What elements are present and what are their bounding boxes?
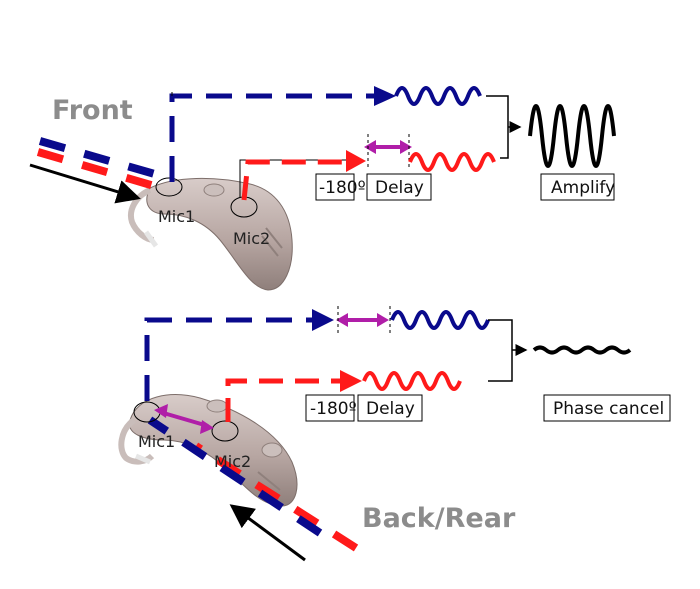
back-section: Back/Rear Mic1 Mic2 -180º (118, 306, 671, 562)
amplify-box (540, 173, 615, 201)
amplified-wave-icon (528, 104, 616, 168)
minus180-box-back (305, 394, 355, 422)
phase-cancel-box (543, 394, 671, 422)
red-signal-path-front (241, 159, 350, 201)
red-arrowhead-front (346, 150, 366, 172)
sound-direction-arrow-front (29, 163, 141, 204)
minus180-box-front (315, 173, 355, 201)
mic2-label-back: Mic2 (214, 452, 251, 471)
delay-label-back: Delay (366, 399, 415, 419)
internal-delay-arrow-back (159, 410, 209, 428)
red-sine-wave-front (408, 152, 496, 172)
mic1-label-back: Mic1 (138, 432, 175, 451)
incoming-red-signal-back (193, 442, 359, 552)
blue-signal-path-back (144, 317, 316, 401)
front-section: Front Mic1 Mic2 (29, 86, 616, 291)
blue-sine-wave-front (394, 86, 482, 106)
cancelled-wave-icon (532, 345, 632, 355)
amplify-label: Amplify (551, 178, 615, 198)
phase-cancel-label: Phase cancel (553, 399, 664, 419)
mic2-circle-back (211, 420, 239, 442)
delay-box-back (357, 394, 423, 422)
blue-arrowhead-back (312, 309, 334, 331)
red-arrowhead-back (340, 370, 362, 392)
mic1-label-front: Mic1 (158, 207, 195, 226)
incoming-blue-signal-front (38, 137, 174, 183)
blue-sine-wave-back (390, 310, 490, 330)
back-label: Back/Rear (362, 503, 516, 534)
delay-label-front: Delay (375, 178, 424, 198)
delay-box-front (366, 173, 432, 201)
incoming-red-signal-front (36, 148, 170, 194)
minus180-label-front: -180º (319, 178, 366, 198)
incoming-blue-signal-back (147, 416, 323, 537)
sound-direction-arrow-back (229, 504, 306, 562)
minus180-label-back: -180º (310, 399, 357, 419)
red-signal-path-back (225, 378, 344, 422)
mic2-label-front: Mic2 (233, 229, 270, 248)
blue-arrowhead-front (374, 86, 396, 106)
red-sine-wave-back (362, 371, 462, 391)
mic1-circle-front (155, 177, 183, 197)
hearing-aid-device-back (118, 394, 298, 507)
front-label: Front (52, 95, 133, 126)
